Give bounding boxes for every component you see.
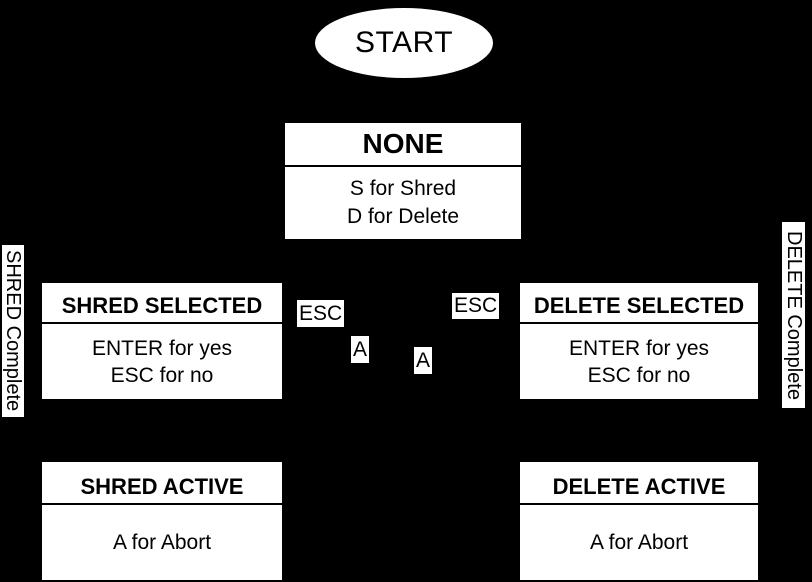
node-body-line: ENTER for yes <box>568 336 710 360</box>
side-label-delete-complete: DELETE Complete <box>782 222 805 408</box>
node-body-line: ESC for no <box>110 363 214 387</box>
edge-label-esc-left: ESC <box>297 300 345 327</box>
node-body: A for Abort <box>520 505 758 580</box>
node-title: SHRED ACTIVE <box>80 474 244 499</box>
node-body: A for Abort <box>42 505 282 580</box>
node-body: ENTER for yes ESC for no <box>520 324 758 399</box>
node-separator <box>520 322 758 324</box>
node-separator <box>42 503 282 505</box>
node-delete-active: DELETE ACTIVE A for Abort <box>520 462 758 580</box>
node-body-line: D for Delete <box>346 205 460 228</box>
edge-label-esc-right: ESC <box>452 293 500 319</box>
node-shred-active: SHRED ACTIVE A for Abort <box>42 462 282 580</box>
start-node-label: START <box>354 26 454 59</box>
node-body-line: ESC for no <box>587 363 691 387</box>
node-delete-selected: DELETE SELECTED ENTER for yes ESC for no <box>520 283 758 399</box>
node-separator <box>520 503 758 505</box>
node-title: SHRED SELECTED <box>61 293 263 318</box>
node-separator <box>42 322 282 324</box>
node-title: NONE <box>362 128 444 159</box>
node-separator <box>285 165 521 167</box>
node-title: DELETE ACTIVE <box>552 474 726 499</box>
start-node: START <box>315 8 493 78</box>
node-body: S for Shred D for Delete <box>285 167 521 239</box>
edge-label-a-right: A <box>414 347 433 374</box>
node-body-line: S for Shred <box>349 177 457 200</box>
node-title: DELETE SELECTED <box>533 293 745 318</box>
node-body: ENTER for yes ESC for no <box>42 324 282 399</box>
edge-label-a-left: A <box>351 336 370 363</box>
side-label-shred-complete: SHRED Complete <box>2 245 24 417</box>
node-shred-selected: SHRED SELECTED ENTER for yes ESC for no <box>42 283 282 399</box>
node-none: NONE S for Shred D for Delete <box>285 123 521 239</box>
node-body-line: A for Abort <box>589 531 689 554</box>
node-body-line: A for Abort <box>112 531 212 554</box>
node-body-line: ENTER for yes <box>91 336 233 360</box>
